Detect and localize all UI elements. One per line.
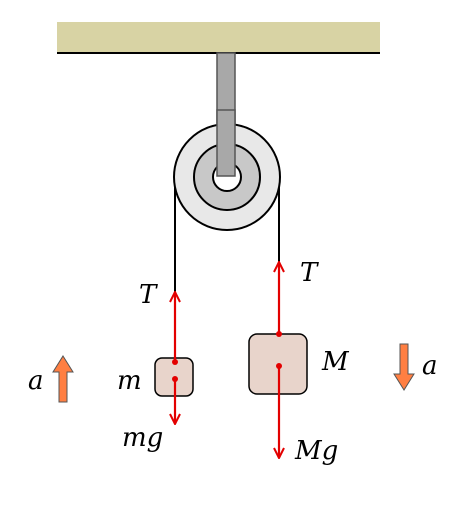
label-tension-right: T [300, 258, 319, 288]
label-acceleration-right: a [422, 351, 438, 381]
label-large-weight: Mg [294, 436, 338, 466]
pulley [173, 109, 281, 231]
label-small-mass: m [117, 366, 142, 396]
weight-arrow-large [276, 363, 282, 458]
label-tension-left: T [139, 280, 158, 310]
acceleration-arrow-down [393, 343, 415, 391]
label-small-weight: mg [122, 423, 163, 453]
weight-arrow-small [172, 376, 178, 424]
tension-arrow-left [172, 292, 178, 365]
label-acceleration-left: a [28, 366, 44, 396]
ceiling [57, 22, 380, 54]
acceleration-arrow-up [52, 355, 74, 403]
label-large-mass: M [321, 347, 350, 377]
tension-arrow-right [276, 262, 282, 337]
